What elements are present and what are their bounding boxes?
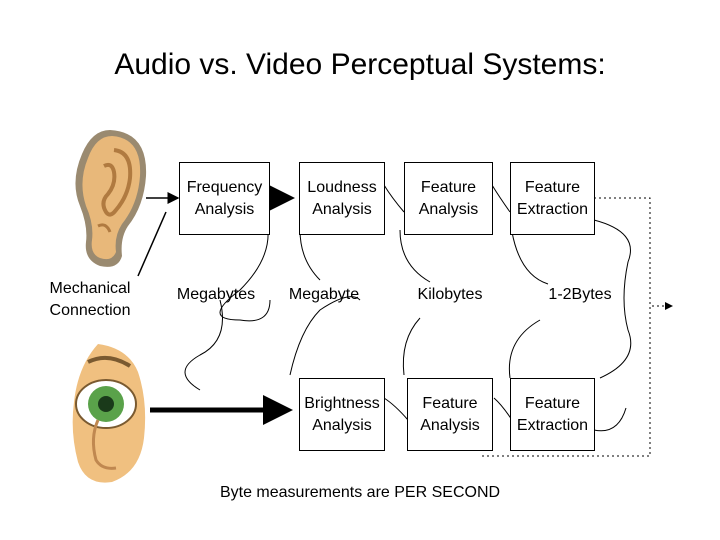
brightness-to-feature-curve xyxy=(383,397,409,421)
frequency-analysis-box: Frequency Analysis xyxy=(179,162,270,235)
mechanical-connection-label: Mechanical Connection xyxy=(49,280,131,319)
footnote: Byte measurements are PER SECOND xyxy=(219,484,501,501)
video-feature-extraction-box: Feature Extraction xyxy=(510,378,595,451)
video-feature-curve xyxy=(402,317,421,376)
rate-megabytes: Megabytes xyxy=(176,286,256,303)
ear-icon xyxy=(75,130,147,267)
feature-to-extraction-curve xyxy=(491,184,511,213)
video-ext-up-curve xyxy=(508,319,541,379)
rate-1-2-bytes: 1-2Bytes xyxy=(548,286,612,303)
loudness-curve xyxy=(299,229,321,281)
video-feature-analysis-box: Feature Analysis xyxy=(407,378,493,451)
dashed-output-line xyxy=(480,197,651,457)
brightness-analysis-box: Brightness Analysis xyxy=(299,378,385,451)
rate-megabyte: Megabyte xyxy=(288,286,360,303)
feature-curve xyxy=(399,229,431,283)
megabytes-to-video-curve xyxy=(184,299,223,391)
video-extraction-curve xyxy=(289,296,361,376)
eye-icon xyxy=(72,344,146,483)
loudness-to-feature-curve xyxy=(383,184,405,213)
feature-ext-to-dashed xyxy=(593,407,627,432)
extraction-curve xyxy=(511,231,549,285)
rate-kilobytes: Kilobytes xyxy=(417,286,483,303)
slide-title: Audio vs. Video Perceptual Systems: xyxy=(114,48,606,81)
audio-feature-extraction-box: Feature Extraction xyxy=(510,162,595,235)
audio-extraction-down xyxy=(593,219,632,379)
loudness-analysis-box: Loudness Analysis xyxy=(299,162,385,235)
audio-feature-analysis-box: Feature Analysis xyxy=(404,162,493,235)
mechanical-connection-line xyxy=(137,211,167,277)
freq-curve xyxy=(219,229,271,322)
